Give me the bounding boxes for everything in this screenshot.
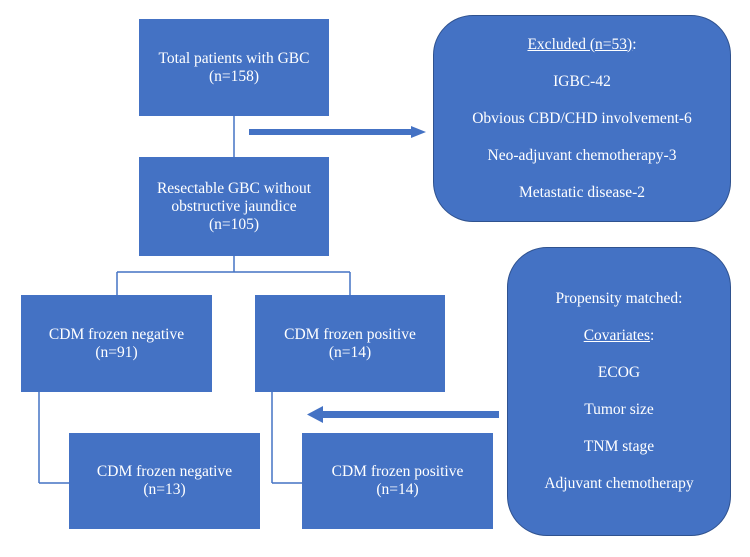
cdm-positive-matched-box: CDM frozen positive (n=14)	[302, 433, 493, 529]
covariate-item: ECOG	[597, 364, 641, 381]
cdm-negative-label: CDM frozen negative	[48, 325, 185, 343]
covariates-heading-colon: :	[649, 327, 655, 344]
resectable-box: Resectable GBC without obstructive jaund…	[139, 157, 329, 256]
covariates-heading: Covariates:	[584, 327, 655, 345]
total-patients-box: Total patients with GBC (n=158)	[139, 19, 329, 116]
excluded-item: IGBC-42	[553, 72, 611, 90]
cdm-positive-matched-label: CDM frozen positive	[331, 463, 464, 480]
covariate-item: Tumor size	[584, 401, 654, 418]
excluded-item: Obvious CBD/CHD involvement-6	[472, 109, 692, 127]
resectable-count: (n=105)	[208, 215, 260, 233]
excluded-item: Metastatic disease-2	[518, 183, 646, 201]
propensity-title: Propensity matched:	[555, 290, 683, 307]
total-patients-count: (n=158)	[208, 67, 260, 85]
cdm-negative-box: CDM frozen negative (n=91)	[21, 295, 212, 392]
cdm-positive-matched-count: (n=14)	[376, 481, 419, 498]
cdm-negative-matched-label: CDM frozen negative	[96, 463, 233, 480]
covariate-item: Adjuvant chemotherapy	[544, 475, 694, 492]
cdm-negative-matched-box: CDM frozen negative (n=13)	[69, 433, 260, 529]
propensity-box: Propensity matched: Covariates: ECOG Tum…	[507, 247, 731, 536]
cdm-negative-count: (n=91)	[95, 343, 138, 361]
covariate-item: TNM stage	[583, 438, 655, 455]
resectable-label-1: Resectable GBC without	[156, 179, 312, 197]
cdm-positive-box: CDM frozen positive (n=14)	[255, 295, 445, 392]
resectable-label-2: obstructive jaundice	[171, 197, 297, 215]
cdm-positive-count: (n=14)	[328, 343, 372, 361]
total-patients-label: Total patients with GBC	[158, 49, 310, 67]
arrow-from-propensity	[307, 406, 499, 423]
excluded-title-text: Excluded (n=53)	[527, 35, 633, 53]
excluded-title-colon: :	[632, 35, 637, 53]
cdm-positive-label: CDM frozen positive	[284, 325, 416, 343]
excluded-title: Excluded (n=53):	[527, 36, 636, 54]
arrow-to-excluded	[249, 126, 426, 138]
covariates-heading-text: Covariates	[583, 327, 650, 344]
cdm-negative-matched-count: (n=13)	[143, 481, 186, 498]
excluded-box: Excluded (n=53): IGBC-42 Obvious CBD/CHD…	[433, 15, 731, 222]
excluded-item: Neo-adjuvant chemotherapy-3	[487, 146, 677, 164]
